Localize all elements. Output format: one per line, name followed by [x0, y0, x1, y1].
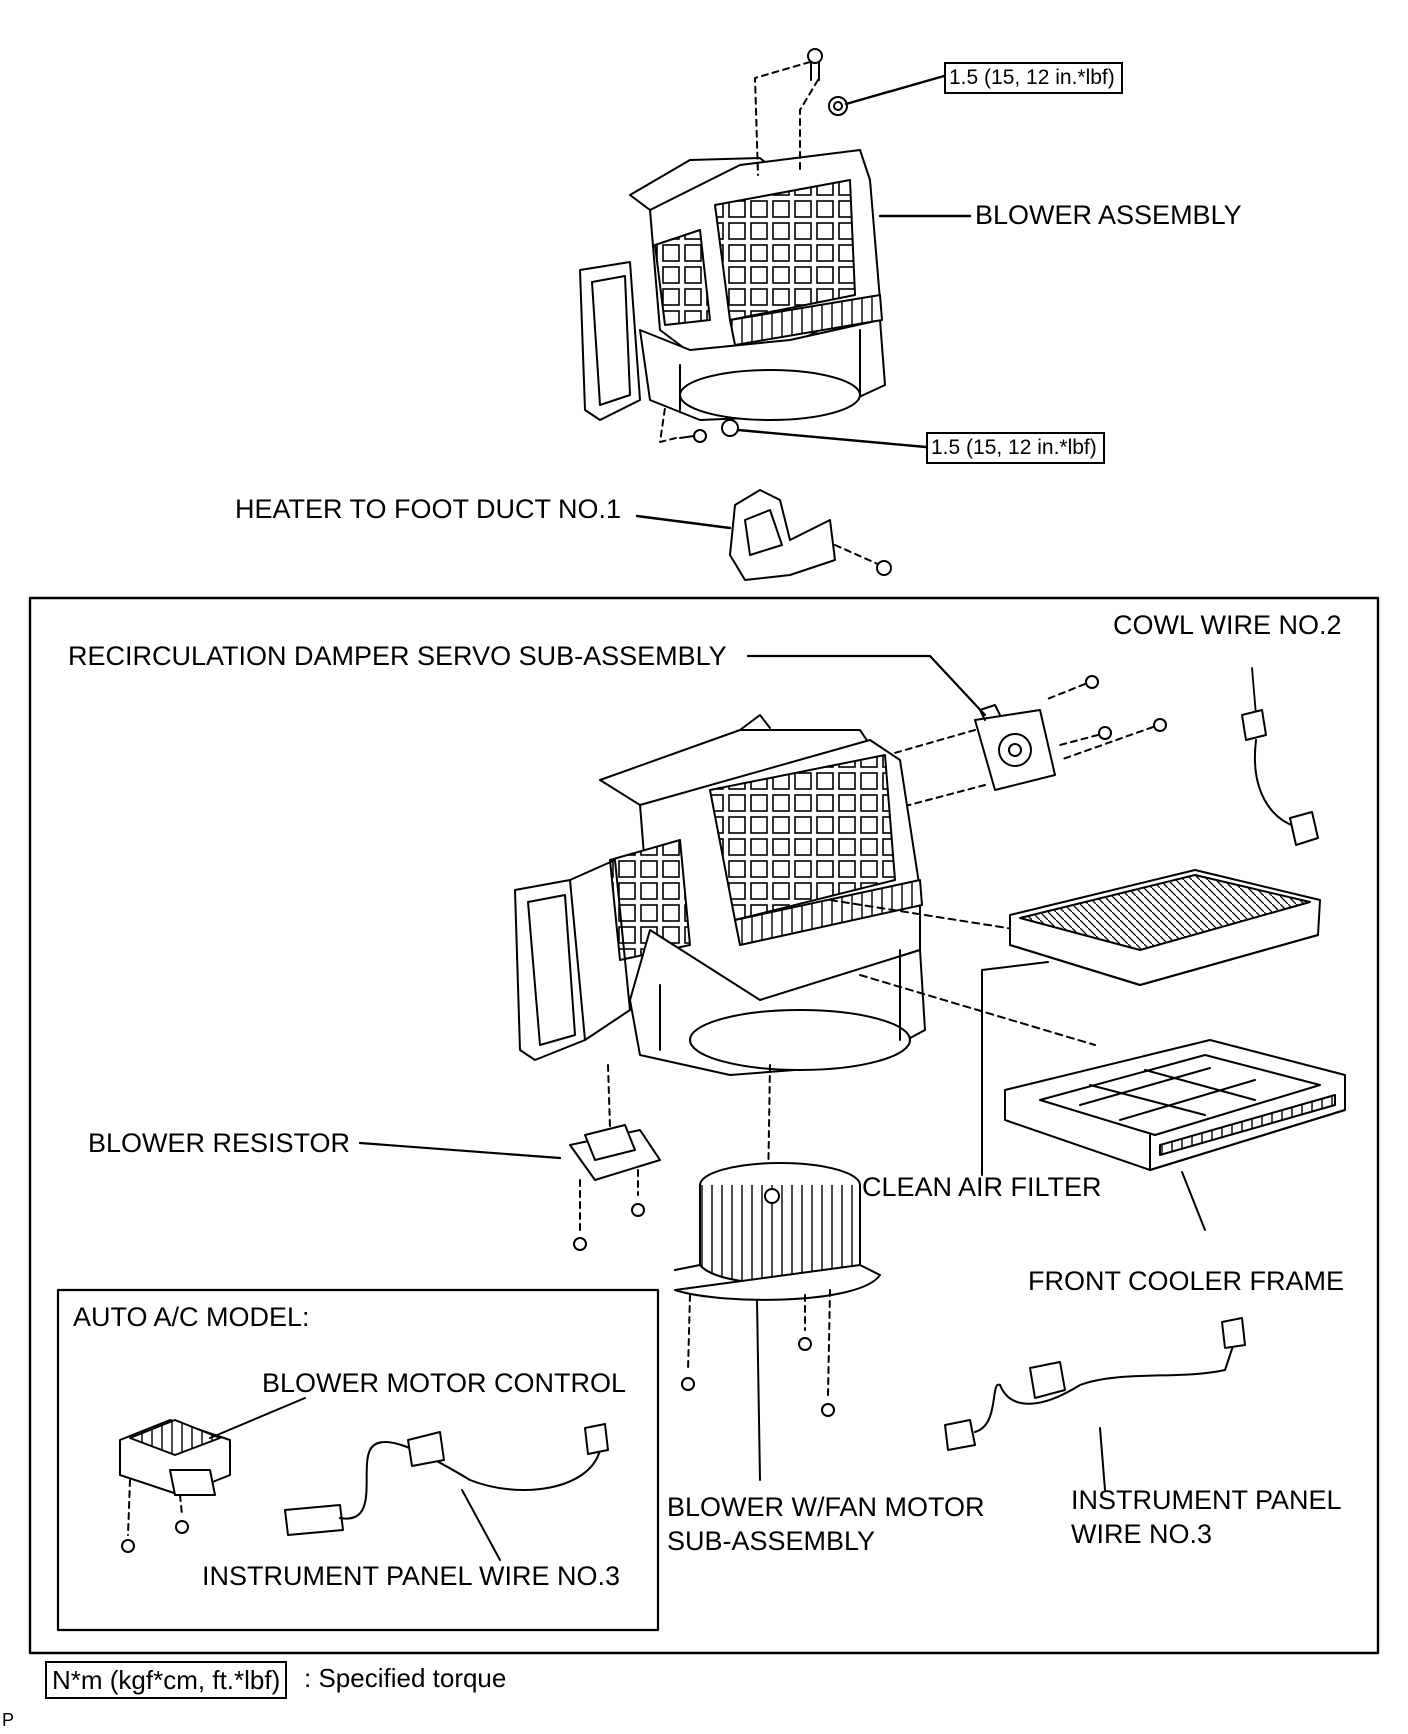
- label-clean-air-filter: CLEAN AIR FILTER: [862, 1172, 1102, 1202]
- label-blower-motor-control: BLOWER MOTOR CONTROL: [262, 1368, 627, 1398]
- label-blower-resistor: BLOWER RESISTOR: [88, 1128, 351, 1158]
- heater-to-foot-duct-part: [635, 489, 892, 581]
- label-recirculation-damper-servo: RECIRCULATION DAMPER SERVO SUB-ASSEMBLY: [68, 641, 727, 671]
- legend-torque-box: N*m (kgf*cm, ft.*lbf): [45, 1661, 288, 1699]
- front-cooler-frame-part: [1004, 1039, 1346, 1231]
- label-front-cooler-frame: FRONT COOLER FRAME: [1028, 1266, 1345, 1296]
- cowl-wire-part: [1241, 667, 1319, 846]
- instrument-panel-wire-inset-part: [284, 1423, 609, 1561]
- blower-motor-control-part: [119, 1397, 306, 1553]
- torque-spec-top: 1.5 (15, 12 in.*lbf): [944, 62, 1123, 94]
- footer-mark: P: [2, 1710, 15, 1730]
- clean-air-filter-part: [981, 869, 1321, 1176]
- top-fasteners: [659, 48, 972, 449]
- label-heater-to-foot-duct: HEATER TO FOOT DUCT NO.1: [235, 494, 622, 524]
- instrument-panel-wire-right-part: [944, 1317, 1246, 1491]
- legend-specified-torque: : Specified torque: [304, 1663, 507, 1693]
- label-blower-fan-motor-line2: SUB-ASSEMBLY: [667, 1526, 876, 1556]
- label-ip-wire-right-line1: INSTRUMENT PANEL: [1071, 1485, 1342, 1515]
- main-frame: [28, 596, 1380, 1655]
- auto-ac-inset-frame: [56, 1288, 660, 1632]
- torque-spec-bottom: 1.5 (15, 12 in.*lbf): [926, 432, 1105, 464]
- label-blower-fan-motor-line1: BLOWER W/FAN MOTOR: [667, 1492, 985, 1522]
- blower-resistor-part: [358, 1064, 661, 1251]
- blower-assembly-top: [579, 149, 886, 421]
- recirculation-damper-servo-part: [869, 675, 1167, 811]
- blower-assembly-main: [514, 714, 1096, 1076]
- label-cowl-wire: COWL WIRE NO.2: [1113, 610, 1342, 640]
- label-ip-wire-inset: INSTRUMENT PANEL WIRE NO.3: [202, 1561, 621, 1591]
- label-blower-assembly: BLOWER ASSEMBLY: [975, 200, 1242, 230]
- blower-fan-motor-part: [674, 1064, 881, 1481]
- label-auto-ac-model: AUTO A/C MODEL:: [73, 1302, 310, 1332]
- label-ip-wire-right-line2: WIRE NO.3: [1071, 1519, 1213, 1549]
